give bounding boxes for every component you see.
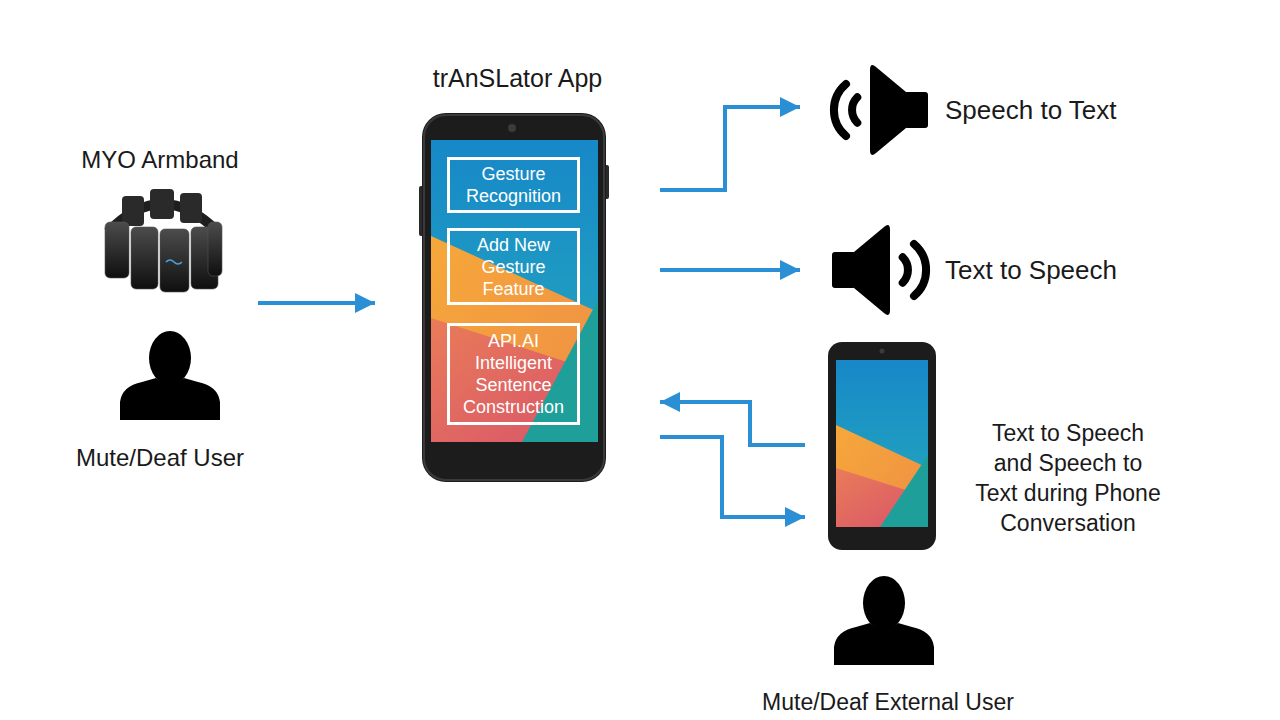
armband-module bbox=[131, 227, 158, 289]
armband-illustration bbox=[105, 189, 222, 292]
screen-wallpaper bbox=[880, 455, 928, 527]
armband-module bbox=[105, 222, 129, 278]
person-body bbox=[834, 623, 934, 665]
app-phone: trAnSLator AppGesture RecognitionAdd New… bbox=[375, 62, 660, 485]
external-phone-illustration bbox=[828, 342, 936, 550]
output-feature: Text to Speech bbox=[800, 222, 1180, 318]
armband-module bbox=[122, 196, 144, 226]
flow-arrow bbox=[258, 301, 375, 305]
sound-wave bbox=[903, 257, 908, 282]
node-label: Speech to Text bbox=[945, 94, 1180, 126]
app-phone-illustration bbox=[419, 113, 609, 482]
screen-wallpaper bbox=[431, 140, 598, 442]
user-device-group: MYO ArmbandMute/Deaf User bbox=[62, 145, 258, 473]
screen-wallpaper bbox=[836, 360, 928, 527]
output-feature: Speech to Text bbox=[800, 62, 1180, 157]
flow-arrow bbox=[660, 437, 805, 517]
feature-box: API.AI Intelligent Sentence Construction bbox=[447, 323, 580, 425]
node-label: trAnSLator App bbox=[375, 62, 660, 94]
phone-call-feature: Text to Speech and Speech to Text during… bbox=[805, 340, 1195, 552]
armband-logo bbox=[166, 260, 182, 264]
phone-screen bbox=[836, 360, 928, 527]
person-head bbox=[863, 576, 905, 630]
phone-camera bbox=[880, 349, 885, 354]
sound-wave bbox=[914, 244, 926, 296]
phone-rim bbox=[424, 115, 604, 480]
phone-camera bbox=[508, 124, 516, 132]
armband-module bbox=[180, 193, 202, 223]
screen-wallpaper bbox=[836, 425, 928, 527]
node-label: Mute/Deaf User bbox=[62, 443, 258, 473]
speaker-body bbox=[832, 252, 856, 288]
feature-box: Gesture Recognition bbox=[447, 157, 580, 213]
node-label: Gesture Recognition bbox=[452, 163, 575, 207]
speaker-icon bbox=[834, 65, 928, 155]
phone-body bbox=[422, 113, 606, 482]
sound-wave bbox=[834, 84, 846, 136]
external-user: Mute/Deaf External User bbox=[743, 570, 1033, 718]
flow-arrow bbox=[660, 268, 800, 272]
person-head bbox=[149, 331, 191, 385]
feature-box: Add New Gesture Feature bbox=[447, 228, 580, 305]
node-label: Text to Speech and Speech to Text during… bbox=[971, 418, 1165, 538]
node-label: MYO Armband bbox=[62, 145, 258, 175]
armband-module bbox=[208, 222, 222, 276]
speaker-cone bbox=[854, 225, 890, 315]
person-icon bbox=[120, 331, 220, 420]
speaker-body bbox=[904, 92, 928, 128]
armband-module bbox=[150, 189, 174, 219]
person-body bbox=[120, 378, 220, 420]
speaker-cone bbox=[870, 65, 906, 155]
phone-screen bbox=[431, 140, 598, 442]
flow-arrow bbox=[660, 402, 805, 445]
flow-arrow bbox=[660, 107, 800, 190]
phone-body bbox=[828, 342, 936, 550]
node-label: API.AI Intelligent Sentence Construction bbox=[452, 330, 575, 418]
armband-module bbox=[160, 229, 189, 292]
node-label: Add New Gesture Feature bbox=[452, 234, 575, 300]
sound-wave bbox=[852, 97, 857, 122]
node-label: Mute/Deaf External User bbox=[743, 688, 1033, 716]
node-label: Text to Speech bbox=[945, 254, 1180, 286]
speaker-icon bbox=[832, 225, 926, 315]
person-icon bbox=[834, 576, 934, 665]
